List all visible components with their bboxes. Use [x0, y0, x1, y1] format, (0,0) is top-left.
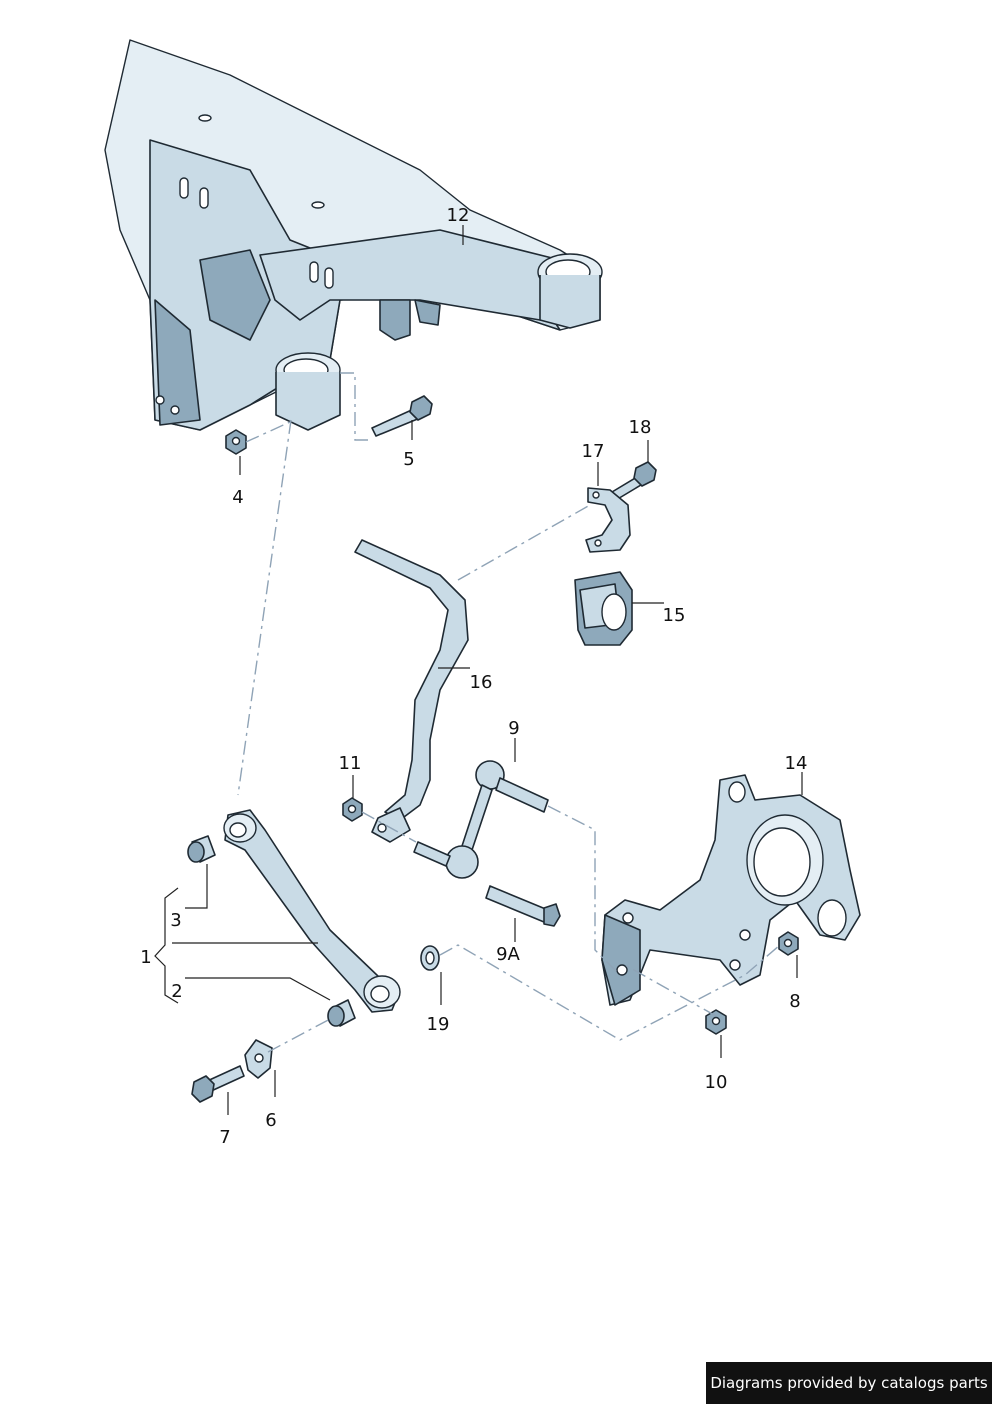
- nut-part-11: [342, 797, 363, 822]
- label-19: 19: [427, 1014, 450, 1035]
- leader-lines: [154, 225, 803, 1115]
- bolt-part-9A: [485, 885, 561, 927]
- credit-text: Diagrams provided by catalogs parts: [710, 1374, 988, 1392]
- label-8: 8: [789, 991, 800, 1012]
- bush-part-15: [574, 571, 633, 646]
- trailing-arm-part-1: [223, 809, 401, 1013]
- label-17: 17: [582, 441, 605, 462]
- label-9: 9: [508, 718, 519, 739]
- eccentric-washer-part-6: [244, 1039, 273, 1079]
- nut-part-4: [225, 429, 247, 455]
- label-6: 6: [265, 1110, 276, 1131]
- label-1: 1: [140, 947, 151, 968]
- label-12: 12: [447, 205, 470, 226]
- label-10: 10: [705, 1072, 728, 1093]
- label-15: 15: [663, 605, 686, 626]
- bush-part-3: [187, 835, 216, 863]
- assembly-lines: [237, 372, 781, 1053]
- label-3: 3: [170, 910, 181, 931]
- label-11: 11: [339, 753, 362, 774]
- bolt-part-5: [371, 395, 433, 437]
- label-18: 18: [629, 417, 652, 438]
- clamp-part-17: [585, 487, 631, 553]
- part-labels: 1 2 3 4 5 6 7 8 9 9A 10 11 12 14 15 16 1…: [140, 205, 807, 1148]
- coupling-rod-part-9: [413, 760, 549, 879]
- nut-part-10: [705, 1009, 727, 1035]
- washer-part-19: [420, 945, 440, 971]
- label-2: 2: [171, 981, 182, 1002]
- nut-part-8: [778, 931, 799, 956]
- wheel-bearing-housing-part-14: [601, 774, 861, 1006]
- anti-roll-bar-part-16: [354, 539, 469, 843]
- label-14: 14: [785, 753, 808, 774]
- label-7: 7: [219, 1127, 230, 1148]
- credit-banner: Diagrams provided by catalogs parts: [706, 1362, 992, 1404]
- label-4: 4: [232, 487, 243, 508]
- subframe-part-12: [104, 39, 603, 431]
- bush-part-2: [327, 999, 356, 1027]
- label-16: 16: [470, 672, 493, 693]
- bolt-part-18: [611, 461, 657, 501]
- label-5: 5: [403, 449, 414, 470]
- bolt-part-7: [191, 1065, 245, 1103]
- label-9A: 9A: [496, 944, 520, 965]
